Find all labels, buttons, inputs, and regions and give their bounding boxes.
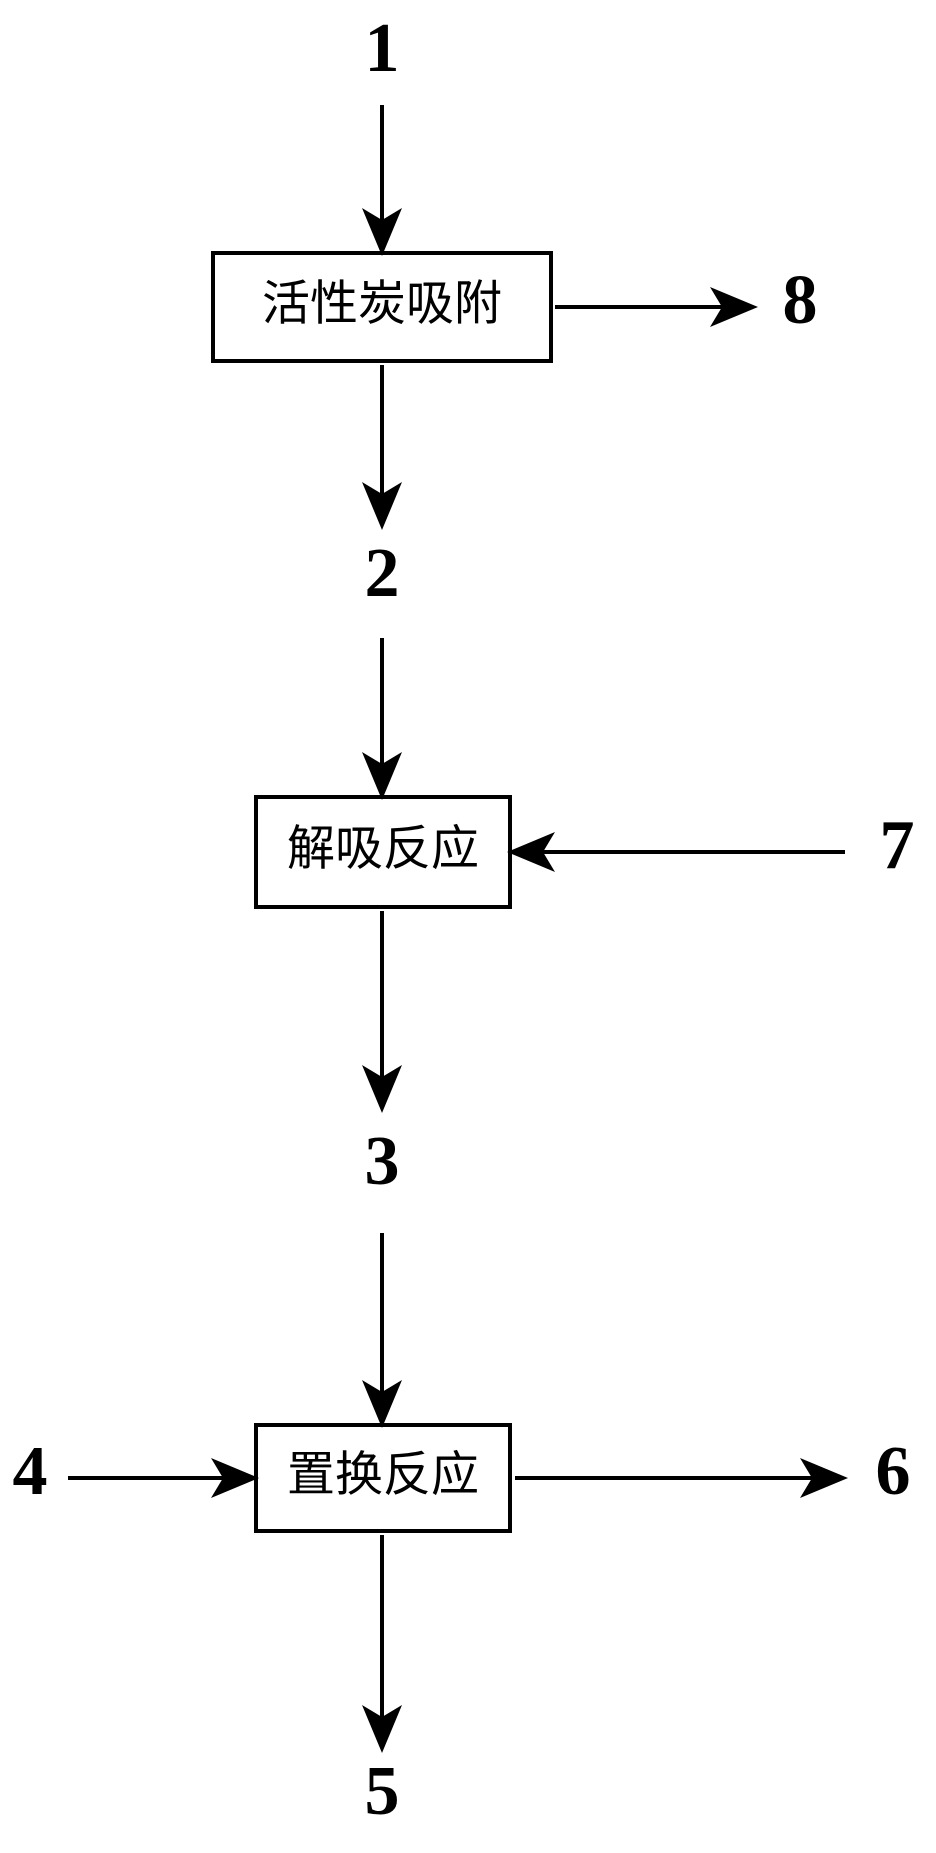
stream-label-3: 3 xyxy=(365,1123,400,1200)
stream-label-8: 8 xyxy=(783,262,818,339)
adsorption-box: 活性炭吸附 xyxy=(211,251,553,363)
replacement-label: 置换反应 xyxy=(287,1447,479,1503)
stream-label-2: 2 xyxy=(365,535,400,612)
desorption-box: 解吸反应 xyxy=(254,795,512,909)
desorption-label: 解吸反应 xyxy=(287,821,479,877)
stream-label-1: 1 xyxy=(365,10,400,87)
stream-label-6: 6 xyxy=(876,1433,911,1510)
stream-label-4: 4 xyxy=(13,1433,48,1510)
stream-label-7: 7 xyxy=(880,807,915,884)
replacement-box: 置换反应 xyxy=(254,1423,512,1533)
adsorption-label: 活性炭吸附 xyxy=(262,276,502,332)
stream-label-5: 5 xyxy=(365,1753,400,1830)
